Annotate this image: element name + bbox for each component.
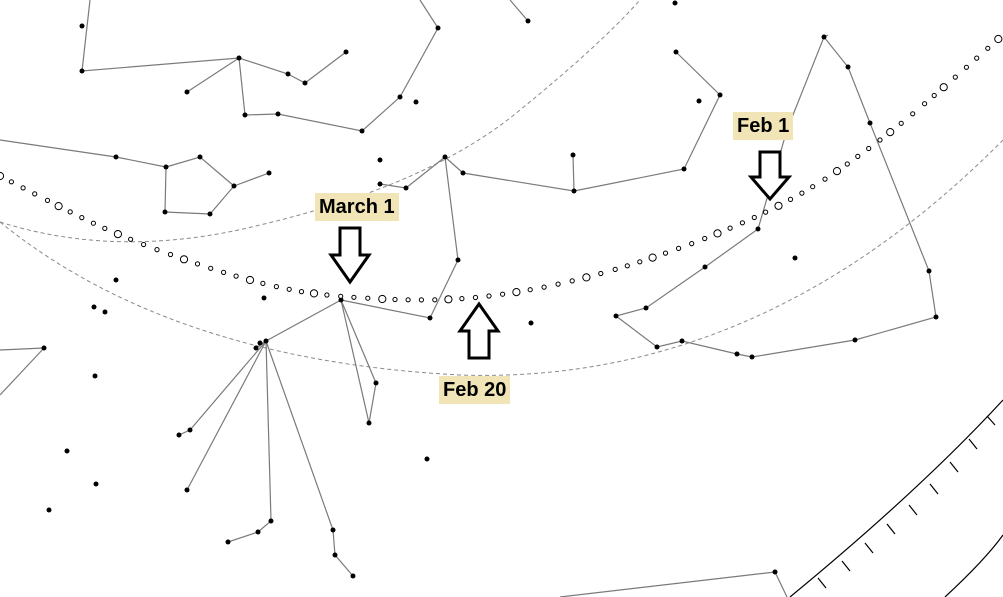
path-dot — [963, 64, 970, 70]
path-dot — [739, 220, 746, 226]
path-dot — [113, 230, 123, 239]
path-dot — [624, 263, 630, 269]
path-dot — [79, 215, 85, 221]
path-dot — [32, 191, 38, 197]
path-dot — [338, 293, 344, 299]
path-dot — [555, 281, 561, 287]
path-dot — [727, 225, 733, 231]
guide-arcs — [0, 0, 1003, 376]
path-dot — [527, 287, 533, 293]
path-dot — [910, 111, 916, 117]
path-dot — [365, 295, 371, 301]
path-dot — [582, 273, 591, 282]
path-dot — [405, 297, 411, 303]
path-dot — [194, 261, 201, 267]
path-dot — [702, 235, 708, 242]
scale-arc-inner — [789, 399, 1003, 597]
path-dot — [67, 209, 73, 215]
path-dot — [141, 241, 147, 248]
constellation-lines — [0, 0, 937, 597]
path-dot — [486, 293, 492, 299]
lower-dashed-arc — [0, 139, 1003, 376]
path-dot — [648, 253, 657, 262]
path-dot — [167, 251, 174, 258]
path-dot — [102, 225, 108, 231]
path-dot — [541, 284, 547, 290]
path-dot — [952, 74, 958, 80]
path-dot — [774, 201, 783, 210]
dotted-path — [0, 34, 1003, 304]
path-dot — [378, 294, 387, 304]
path-dot — [939, 83, 948, 92]
upper-dashed-arc — [0, 0, 641, 243]
up-arrow-icon — [457, 301, 501, 360]
path-dot — [392, 296, 398, 303]
path-dot — [787, 196, 794, 202]
path-dot — [472, 294, 479, 301]
path-dot — [751, 214, 757, 221]
path-dot — [20, 185, 26, 191]
path-dot — [832, 167, 842, 176]
path-dot — [128, 236, 134, 242]
path-dot — [0, 171, 5, 181]
path-dot — [763, 209, 769, 215]
path-dot — [676, 245, 682, 251]
path-dot — [90, 220, 97, 226]
path-dot — [8, 179, 14, 185]
path-dot — [286, 286, 292, 292]
path-dot — [799, 190, 805, 196]
scale-arc-outer — [944, 534, 1003, 597]
path-dot — [208, 265, 214, 271]
path-dot — [351, 294, 357, 300]
path-dot — [877, 137, 883, 143]
path-dot — [974, 55, 980, 61]
down-arrow-icon — [328, 226, 372, 285]
path-dot — [432, 297, 438, 303]
stars — [41, 0, 939, 579]
path-dot — [810, 184, 816, 190]
feb1-label: Feb 1 — [733, 112, 794, 140]
path-dot — [994, 34, 1003, 44]
path-dot — [855, 153, 861, 159]
path-dot — [309, 289, 319, 298]
path-dot — [662, 250, 669, 256]
path-dot — [512, 288, 521, 297]
path-dot — [273, 284, 279, 290]
path-dot — [713, 229, 722, 238]
scale-ticks — [817, 415, 996, 589]
path-dot — [598, 270, 604, 277]
path-dot — [569, 278, 575, 284]
path-dot — [500, 291, 506, 297]
path-dot — [418, 297, 424, 303]
path-dot — [931, 92, 937, 99]
path-dot — [324, 292, 330, 298]
path-dot — [221, 269, 227, 275]
path-dot — [54, 202, 63, 211]
path-dot — [822, 176, 828, 182]
path-dot — [298, 289, 305, 295]
path-dot — [179, 255, 189, 264]
path-dot — [886, 128, 895, 137]
path-dot — [985, 45, 991, 51]
feb20-label: Feb 20 — [439, 376, 511, 404]
path-dot — [844, 161, 850, 167]
path-dot — [922, 101, 928, 107]
path-dot — [245, 275, 255, 285]
march1-label: March 1 — [315, 193, 399, 221]
path-dot — [866, 145, 872, 152]
down-arrow-icon — [747, 150, 793, 202]
path-dot — [637, 259, 643, 265]
path-dot — [154, 247, 160, 253]
path-dot — [233, 273, 239, 279]
path-dot — [260, 280, 266, 286]
path-dot — [459, 296, 465, 302]
path-dot — [444, 295, 453, 304]
scale-arcs — [789, 399, 1003, 597]
path-dot — [612, 266, 618, 272]
path-dot — [44, 197, 51, 203]
path-dot — [898, 120, 904, 126]
path-dot — [689, 241, 695, 247]
